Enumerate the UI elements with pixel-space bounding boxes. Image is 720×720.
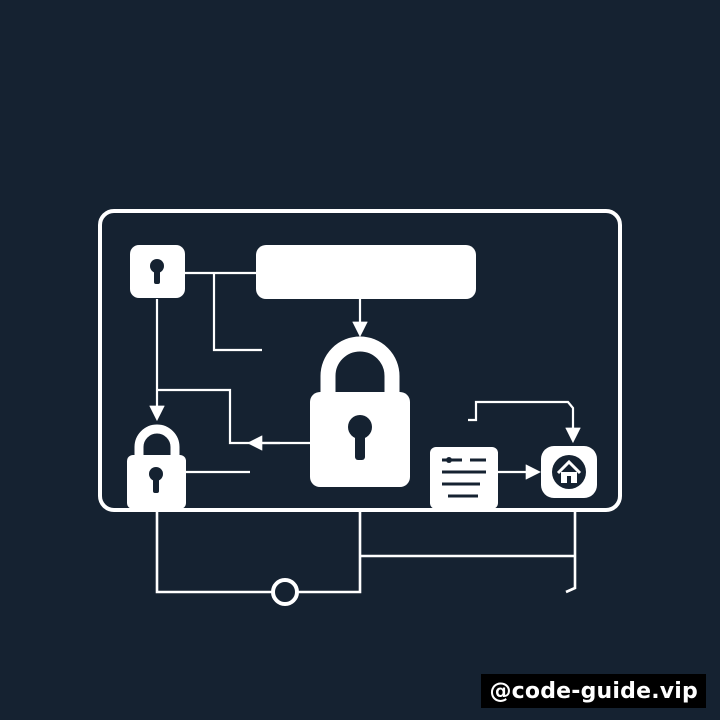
lower-connectors — [155, 510, 577, 594]
lower-loop-right — [298, 510, 362, 594]
home-icon — [541, 446, 597, 498]
junction-node — [271, 578, 299, 606]
document-icon — [430, 447, 498, 509]
padlock-icon — [310, 336, 410, 487]
padlock-icon — [127, 424, 186, 509]
keyhole-icon — [130, 245, 185, 298]
lower-right-hook — [565, 510, 577, 594]
connectors — [149, 271, 581, 480]
connector-left-loop — [157, 388, 310, 445]
lower-loop — [155, 510, 272, 594]
connector-padlock-to-home — [468, 400, 581, 444]
watermark: @code-guide.vip — [481, 674, 706, 708]
blank-input-bar — [256, 245, 476, 299]
connector-branch-elbow — [212, 273, 262, 352]
